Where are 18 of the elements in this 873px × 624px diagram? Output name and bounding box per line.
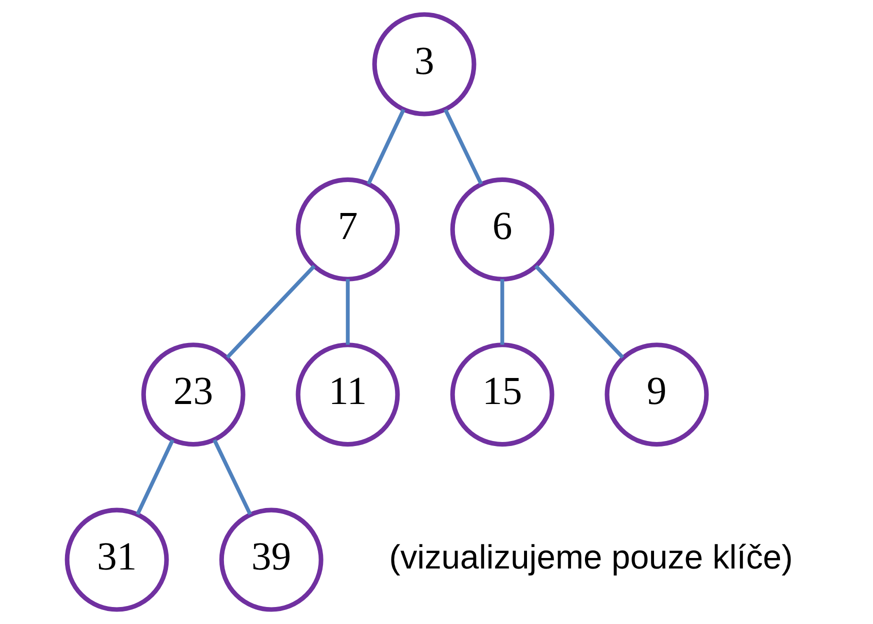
node-circle: 9 [604, 342, 709, 447]
connector [346, 279, 350, 345]
node-circle: 7 [296, 177, 400, 282]
label: (vizualizujeme pouze klíče) [389, 539, 793, 576]
node-circle: 3 [372, 12, 476, 116]
node-circle: 11 [296, 342, 400, 447]
connector [212, 439, 252, 516]
connector [136, 439, 174, 516]
connector [226, 264, 316, 359]
connector [534, 264, 624, 359]
node-circle: 15 [450, 342, 554, 447]
connector [366, 108, 406, 185]
connector [444, 108, 483, 185]
node-circle: 31 [64, 508, 169, 612]
node-circle: 39 [219, 508, 324, 612]
node-circle: 23 [141, 342, 246, 447]
connector [500, 279, 504, 345]
node-circle: 6 [450, 177, 554, 282]
